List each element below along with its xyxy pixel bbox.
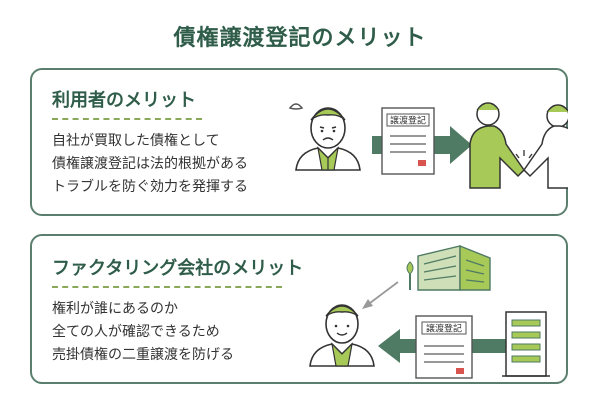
office-tower-icon [502,311,550,377]
body-line: 自社が買取した債権として [52,133,220,149]
card-body: 権利が誰にあるのか 全ての人が確認できるため 売掛債権の二重譲渡を防げる [52,298,234,367]
document-icon: 譲渡登記 [415,315,473,379]
factoring-merit-card: ファクタリング会社のメリット 権利が誰にあるのか 全ての人が確認できるため 売掛… [30,234,568,384]
handshake-icon [469,102,568,189]
body-line: 売掛債権の二重譲渡を防げる [52,347,234,363]
building-icon [406,244,491,291]
body-line: 権利が誰にあるのか [52,301,178,317]
body-line: 債権譲渡登記は法的根拠がある [52,156,248,172]
document-icon: 譲渡登記 [381,107,435,175]
card-heading: ファクタリング会社のメリット [52,258,304,279]
heading-divider [52,118,202,120]
person-icon [288,103,361,171]
card-body: 自社が買取した債権として 債権譲渡登記は法的根拠がある トラブルを防ぐ効力を発揮… [52,130,248,199]
user-merit-card: 利用者のメリット 自社が買取した債権として 債権譲渡登記は法的根拠がある トラブ… [30,68,568,216]
body-line: トラブルを防ぐ効力を発揮する [52,179,248,195]
illustration-factoring: 譲渡登記 [309,244,550,379]
body-line: 全ての人が確認できるため [52,324,220,340]
person-icon [309,304,375,367]
page-title: 債権譲渡登記のメリット [173,26,427,51]
illustration-user: 譲渡登記 [288,102,568,189]
arrow-icon [362,281,399,309]
card-heading: 利用者のメリット [52,90,196,111]
document-label: 譲渡登記 [426,323,462,335]
document-label: 譲渡登記 [390,115,426,127]
heading-divider [52,286,282,288]
